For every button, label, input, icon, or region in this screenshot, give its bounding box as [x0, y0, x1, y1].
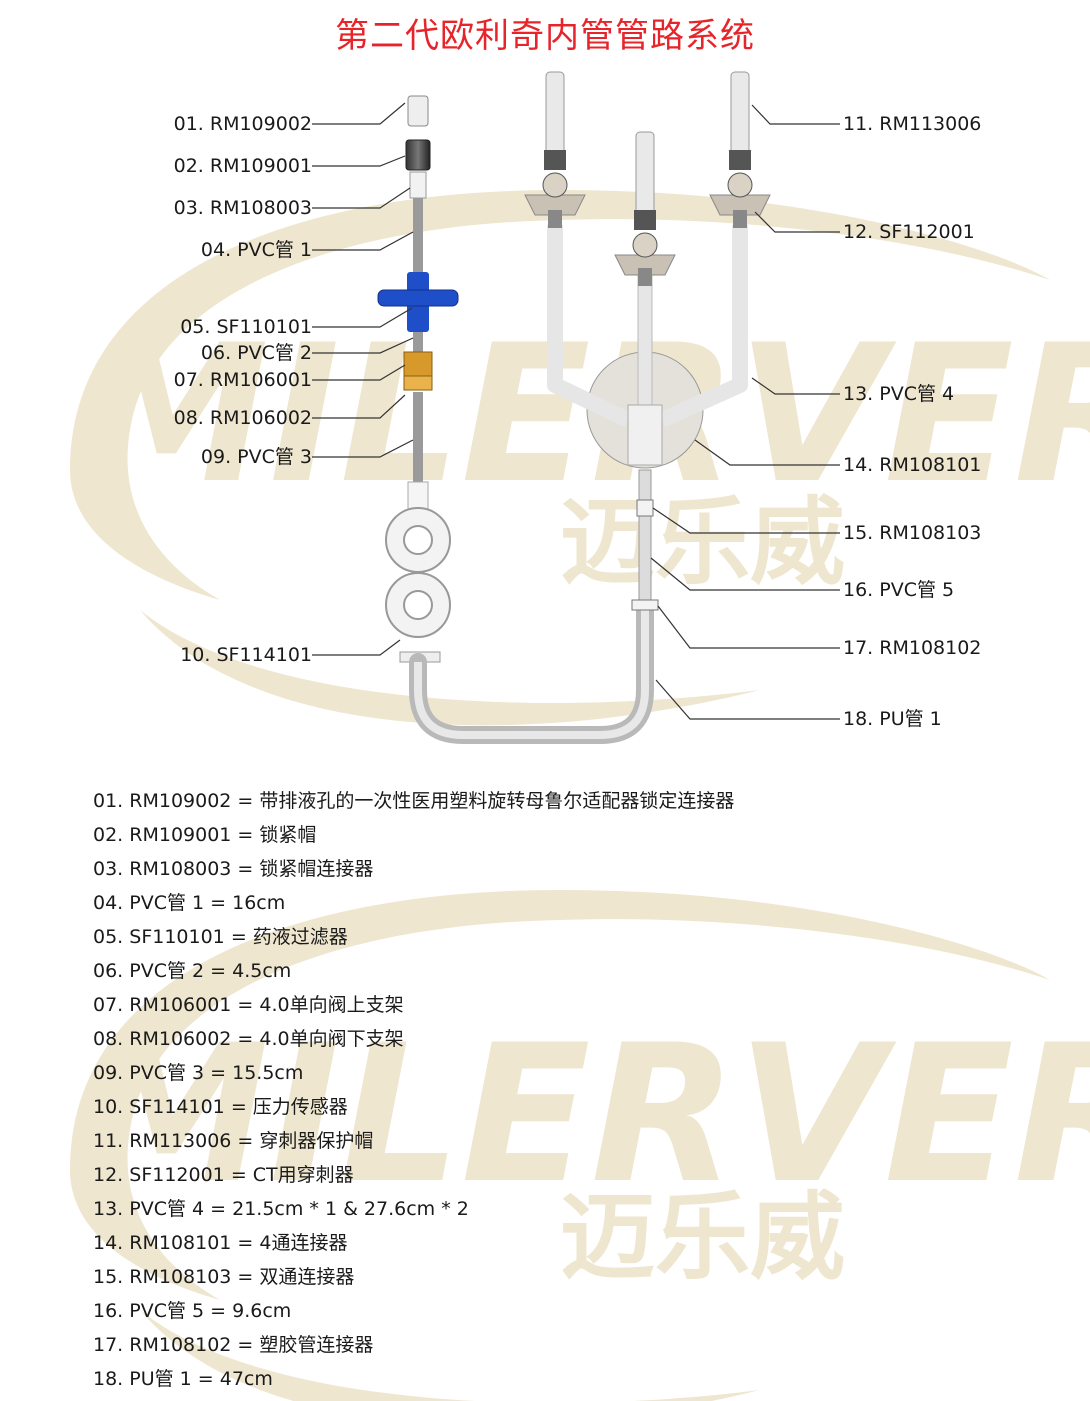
right-assembly: [524, 71, 771, 611]
parts-list-item: 04. PVC管 1 = 16cm: [93, 892, 286, 914]
callout-16: 16. PVC管 5: [843, 579, 955, 601]
filter-flange: [377, 289, 459, 307]
tubing-system-diagram: [312, 71, 840, 744]
pvc-tube-4-center: [637, 274, 653, 426]
callout-09: 09. PVC管 3: [200, 446, 312, 468]
parts-list-item: 11. RM113006 = 穿刺器保护帽: [93, 1130, 374, 1152]
callout-07: 07. RM106001: [173, 369, 312, 391]
center-tee: [627, 404, 663, 466]
callout-06: 06. PVC管 2: [200, 342, 312, 364]
watermark-brand-cn-2: 迈乐威: [560, 1183, 845, 1293]
parts-list-item: 01. RM109002 = 带排液孔的一次性医用塑料旋转母鲁尔适配器锁定连接器: [93, 790, 735, 812]
pvc-tube-1: [413, 198, 423, 286]
parts-list-item: 17. RM108102 = 塑胶管连接器: [93, 1334, 374, 1356]
pvc-tube-5: [638, 469, 652, 601]
two-way-connector: [636, 499, 654, 517]
pressure-sensor-upper-hole: [403, 525, 433, 555]
callout-14: 14. RM108101: [843, 454, 982, 476]
left-line: [377, 95, 459, 663]
callout-15: 15. RM108103: [843, 522, 982, 544]
watermark-bottom: MILERVER 迈乐威: [70, 890, 1090, 1401]
pressure-sensor-lower-hole: [403, 590, 433, 620]
pvc-tube-3: [413, 392, 423, 482]
spike-left: [524, 71, 586, 228]
pvc-tube-4-right: [658, 225, 748, 428]
callout-18: 18. PU管 1: [843, 708, 942, 730]
luer-connector: [407, 95, 429, 127]
callout-05: 05. SF110101: [180, 316, 312, 338]
leader-lines-left: [312, 102, 414, 656]
parts-list-item: 05. SF110101 = 药液过滤器: [93, 926, 348, 948]
pvc-tube-2: [413, 332, 423, 352]
check-valve-lower: [403, 375, 433, 391]
parts-list-item: 08. RM106002 = 4.0单向阀下支架: [93, 1028, 404, 1050]
parts-list-item: 13. PVC管 4 = 21.5cm * 1 & 27.6cm * 2: [93, 1198, 469, 1220]
callout-03: 03. RM108003: [173, 197, 312, 219]
watermark-brand: MILERVER: [80, 304, 1090, 525]
callout-11: 11. RM113006: [843, 113, 982, 135]
parts-list: 01. RM109002 = 带排液孔的一次性医用塑料旋转母鲁尔适配器锁定连接器…: [93, 784, 734, 1396]
parts-list-item: 14. RM108101 = 4通连接器: [93, 1232, 348, 1254]
pu-tube-highlight: [414, 610, 649, 739]
callout-12: 12. SF112001: [843, 221, 975, 243]
callout-04: 04. PVC管 1: [200, 239, 312, 261]
callout-02: 02. RM109001: [173, 155, 312, 177]
watermark-brand-2: MILERVER: [80, 1004, 1090, 1225]
callout-10: 10. SF114101: [180, 644, 312, 666]
pvc-tube-4-left: [547, 225, 632, 428]
page-title: 第二代欧利奇内管管路系统: [335, 16, 755, 56]
callout-01: 01. RM109002: [173, 113, 312, 135]
parts-list-item: 15. RM108103 = 双通连接器: [93, 1266, 355, 1288]
pu-tube: [409, 601, 654, 744]
parts-list-item: 07. RM106001 = 4.0单向阀上支架: [93, 994, 404, 1016]
parts-list-item: 03. RM108003 = 锁紧帽连接器: [93, 858, 374, 880]
watermark-top: MILERVER 迈乐威: [70, 190, 1090, 726]
spike-right: [709, 71, 771, 228]
watermark-brand-cn: 迈乐威: [560, 488, 845, 598]
callout-17: 17. RM108102: [843, 637, 982, 659]
callout-13: 13. PVC管 4: [843, 383, 955, 405]
spike-center: [614, 131, 676, 286]
parts-list-item: 18. PU管 1 = 47cm: [93, 1368, 273, 1390]
tube-connector: [631, 599, 659, 611]
callout-08: 08. RM106002: [173, 407, 312, 429]
parts-list-item: 09. PVC管 3 = 15.5cm: [93, 1062, 304, 1084]
parts-list-item: 16. PVC管 5 = 9.6cm: [93, 1300, 292, 1322]
parts-list-item: 06. PVC管 2 = 4.5cm: [93, 960, 292, 982]
parts-list-item: 02. RM109001 = 锁紧帽: [93, 824, 317, 846]
parts-list-item: 10. SF114101 = 压力传感器: [93, 1096, 348, 1118]
leader-lines-right: [650, 104, 840, 720]
check-valve-upper: [403, 351, 433, 377]
lock-cap: [405, 139, 431, 171]
parts-list-item: 12. SF112001 = CT用穿刺器: [93, 1164, 354, 1186]
lock-cap-connector: [409, 171, 427, 199]
